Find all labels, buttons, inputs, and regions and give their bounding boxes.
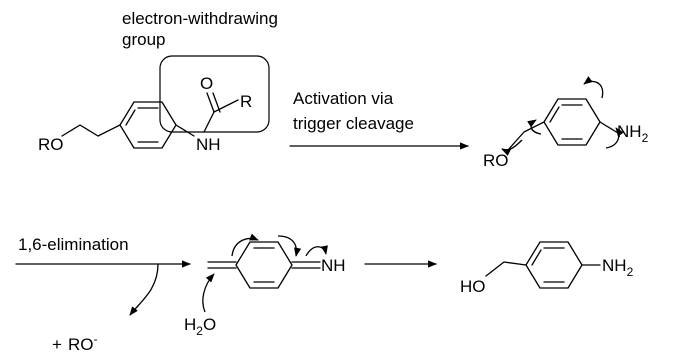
ewg-label-line1: electron-withdrawing (122, 9, 278, 28)
atom-O-carbonyl: O (200, 74, 213, 93)
water-attack-arrow (202, 273, 215, 313)
step1-label-line1: Activation via (293, 89, 394, 108)
atom-HO: HO (460, 277, 486, 296)
atom-R: R (240, 92, 252, 111)
atom-H2O: H2O (184, 315, 216, 338)
push-arrow-2 (583, 76, 604, 99)
step2-arrow: 1,6-elimination +RO- (15, 235, 191, 354)
step1-label-line2: trigger cleavage (293, 114, 414, 133)
ewg-highlight-box (159, 55, 270, 133)
push-arrow-5 (231, 233, 259, 257)
atom-RO: RO (38, 135, 64, 154)
atom-NH: NH (196, 135, 221, 154)
activated-aniline: RO NH2 (483, 76, 649, 170)
push-arrow-1 (605, 127, 624, 149)
ewg-label-line2: group (122, 30, 165, 49)
byproduct-curved-arrow (129, 263, 159, 316)
atom-NH2: NH2 (617, 122, 649, 145)
benzylic-bond-3 (485, 261, 527, 277)
atom-NH-imine: NH (321, 256, 346, 275)
benzene-ring (119, 101, 177, 149)
prodrug-molecule: electron-withdrawing group RO NH O R (38, 9, 278, 154)
atom-RO-2: RO (483, 151, 509, 170)
push-arrow-3 (527, 119, 542, 135)
aminobenzyl-alcohol: HO NH2 (460, 241, 634, 296)
benzylic-bond (61, 124, 99, 137)
push-arrow-6 (277, 235, 302, 257)
benzylic-bond-2 (507, 121, 545, 151)
benzene-ring-2 (543, 98, 601, 146)
step1-arrow: Activation via trigger cleavage (289, 89, 469, 150)
byproduct-label: +RO- (52, 332, 97, 354)
benzene-ring-3 (525, 241, 583, 289)
step2-label: 1,6-elimination (18, 235, 129, 254)
push-arrow-7 (305, 245, 328, 257)
quinoid-ring (235, 241, 293, 289)
atom-NH2-product: NH2 (602, 256, 634, 279)
quinone-methide-imine: NH H2O (184, 233, 346, 338)
push-arrow-4 (501, 139, 523, 156)
